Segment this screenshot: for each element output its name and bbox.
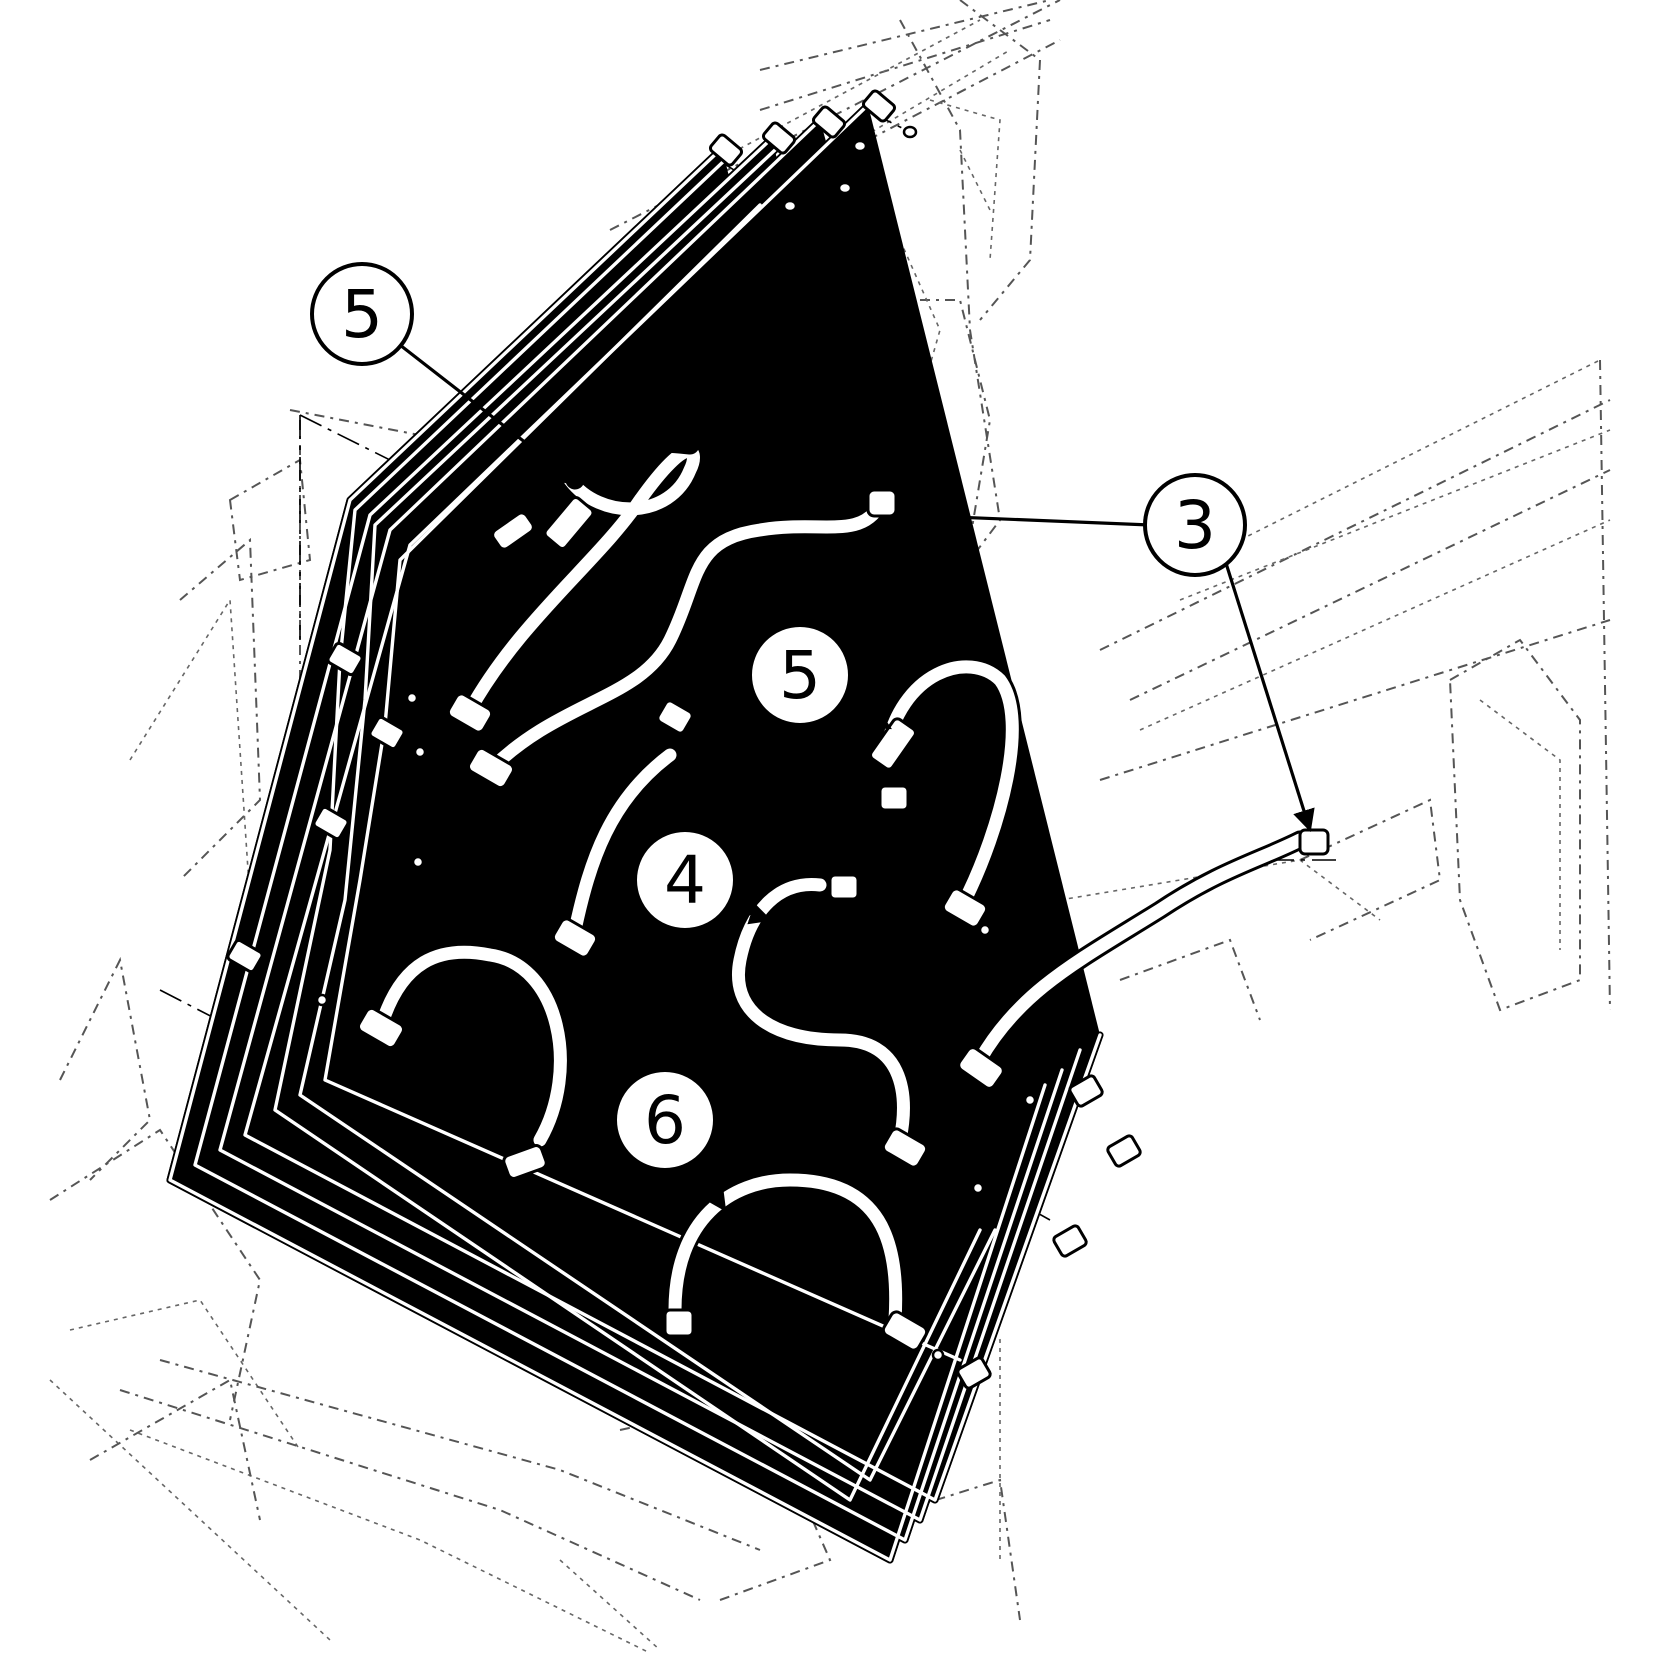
flexible-hoses [370,433,1310,1330]
callout-bubble-6: 6 [613,1068,717,1172]
callout-bubble-3: 3 [1143,473,1247,577]
hex-nut-icon [326,641,364,677]
o-ring-icon [315,993,329,1007]
elbow-fitting-icon [551,917,599,959]
swivel-nut-icon [878,784,910,812]
callout-label: 5 [779,637,821,714]
hose-end-fittings [357,488,1330,1352]
hex-nut-icon [312,805,350,841]
elbow-fitting-icon [881,1310,929,1352]
callout-bubble-5-right: 5 [748,623,852,727]
o-ring-icon [971,1181,985,1195]
elbow-fitting-icon [357,1006,405,1050]
elbow-fitting-icon [491,511,535,551]
swivel-nut-icon [663,1308,695,1338]
o-ring-icon [902,125,918,139]
hex-nut-icon [708,133,744,167]
o-ring-icon [405,691,419,705]
elbow-fitting-icon [881,1127,929,1169]
hose-5-right [875,657,1022,910]
o-ring-icon [413,745,427,759]
hose-6-left [370,942,570,1150]
o-ring-icon [837,181,853,195]
callout-label: 3 [1174,487,1216,564]
hex-nut-icon [861,89,897,123]
hose-3-long [480,495,890,780]
callout-bubble-5-upper: 5 [310,262,414,366]
hex-nut-icon [226,938,264,974]
elbow-fitting-icon [467,746,515,790]
swivel-nut-icon [866,488,898,518]
o-ring-icon [1023,1093,1037,1107]
o-ring-icon [782,199,798,213]
rigid-tube-bundle [166,101,1104,1564]
hex-nut-icon [1068,1074,1104,1108]
o-ring-icon [411,855,425,869]
crimp-ferrule-icon [869,717,917,771]
phantom-machine-frame [49,0,1611,1653]
swivel-nut-icon [656,699,694,735]
o-ring-icon [852,139,868,153]
elbow-fitting-icon [957,1046,1005,1090]
hex-nut-icon [1106,1134,1142,1168]
crimp-ferrule-icon [543,496,595,550]
hose-3-right [970,830,1310,1070]
callout-bubble-4: 4 [633,828,737,932]
callout-label: 5 [341,276,383,353]
o-rings [315,125,1037,1362]
callout-label: 6 [644,1082,686,1159]
hex-nut-icon [811,105,847,139]
hose-5-upper [460,433,703,720]
o-ring-icon [931,1348,945,1362]
hex-nut-icon [761,121,797,155]
hex-nut-icon [368,715,406,751]
tube-end-fittings [226,89,1142,1390]
hose-4-short [565,745,680,940]
elbow-fitting-icon [502,1144,548,1180]
elbow-fitting-icon [941,887,989,929]
hex-nut-icon [1052,1224,1088,1258]
swivel-nut-icon [828,873,860,901]
elbow-fitting-icon [446,692,494,734]
hose-6-lower [665,1170,906,1330]
callout-label: 4 [664,842,706,919]
o-ring-icon [978,923,992,937]
hex-nut-icon [956,1356,992,1390]
swivel-nut-icon [1298,828,1330,856]
